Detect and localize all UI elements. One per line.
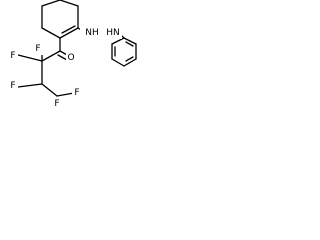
phenyl-bond-4 (111, 58, 125, 67)
ring-bond-4 (59, 27, 79, 39)
phenyl-double-inner-2 (125, 56, 134, 62)
atom-label-fluorine-bottom-right: F (74, 88, 79, 98)
ring-double-bond-inner (61, 25, 76, 34)
ring-bond-2 (59, 0, 79, 7)
chf-to-f-left-bond (17, 83, 43, 88)
cf2-to-f-left-bond (17, 54, 43, 62)
atom-label-nh: NH (85, 28, 99, 38)
chf-to-chf2-bond (41, 83, 58, 97)
phenyl-bond-3 (123, 58, 137, 67)
structure-diagram-canvas: NH HN O F F F F F (0, 0, 143, 112)
phenyl-bond-1 (123, 37, 137, 45)
atom-label-fluorine-left: F (10, 51, 15, 61)
ring-bond-1 (41, 0, 61, 7)
phenyl-double-inner-1 (125, 41, 134, 47)
chemical-structure: NH HN O F F F F F (8, 0, 137, 110)
atom-label-oxygen: O (67, 53, 74, 63)
ring-bond-5 (41, 27, 61, 39)
chf2-to-f-right-bond (56, 92, 75, 97)
atom-label-fluorine-bottom: F (54, 99, 59, 109)
atom-label-hn: HN (106, 28, 120, 38)
carbonyl-to-cf2-bond (41, 50, 61, 62)
atom-label-fluorine-bottom-left: F (10, 81, 15, 91)
carbonyl-to-o-bond-2 (57, 54, 68, 61)
atom-label-fluorine-top: F (35, 44, 40, 54)
